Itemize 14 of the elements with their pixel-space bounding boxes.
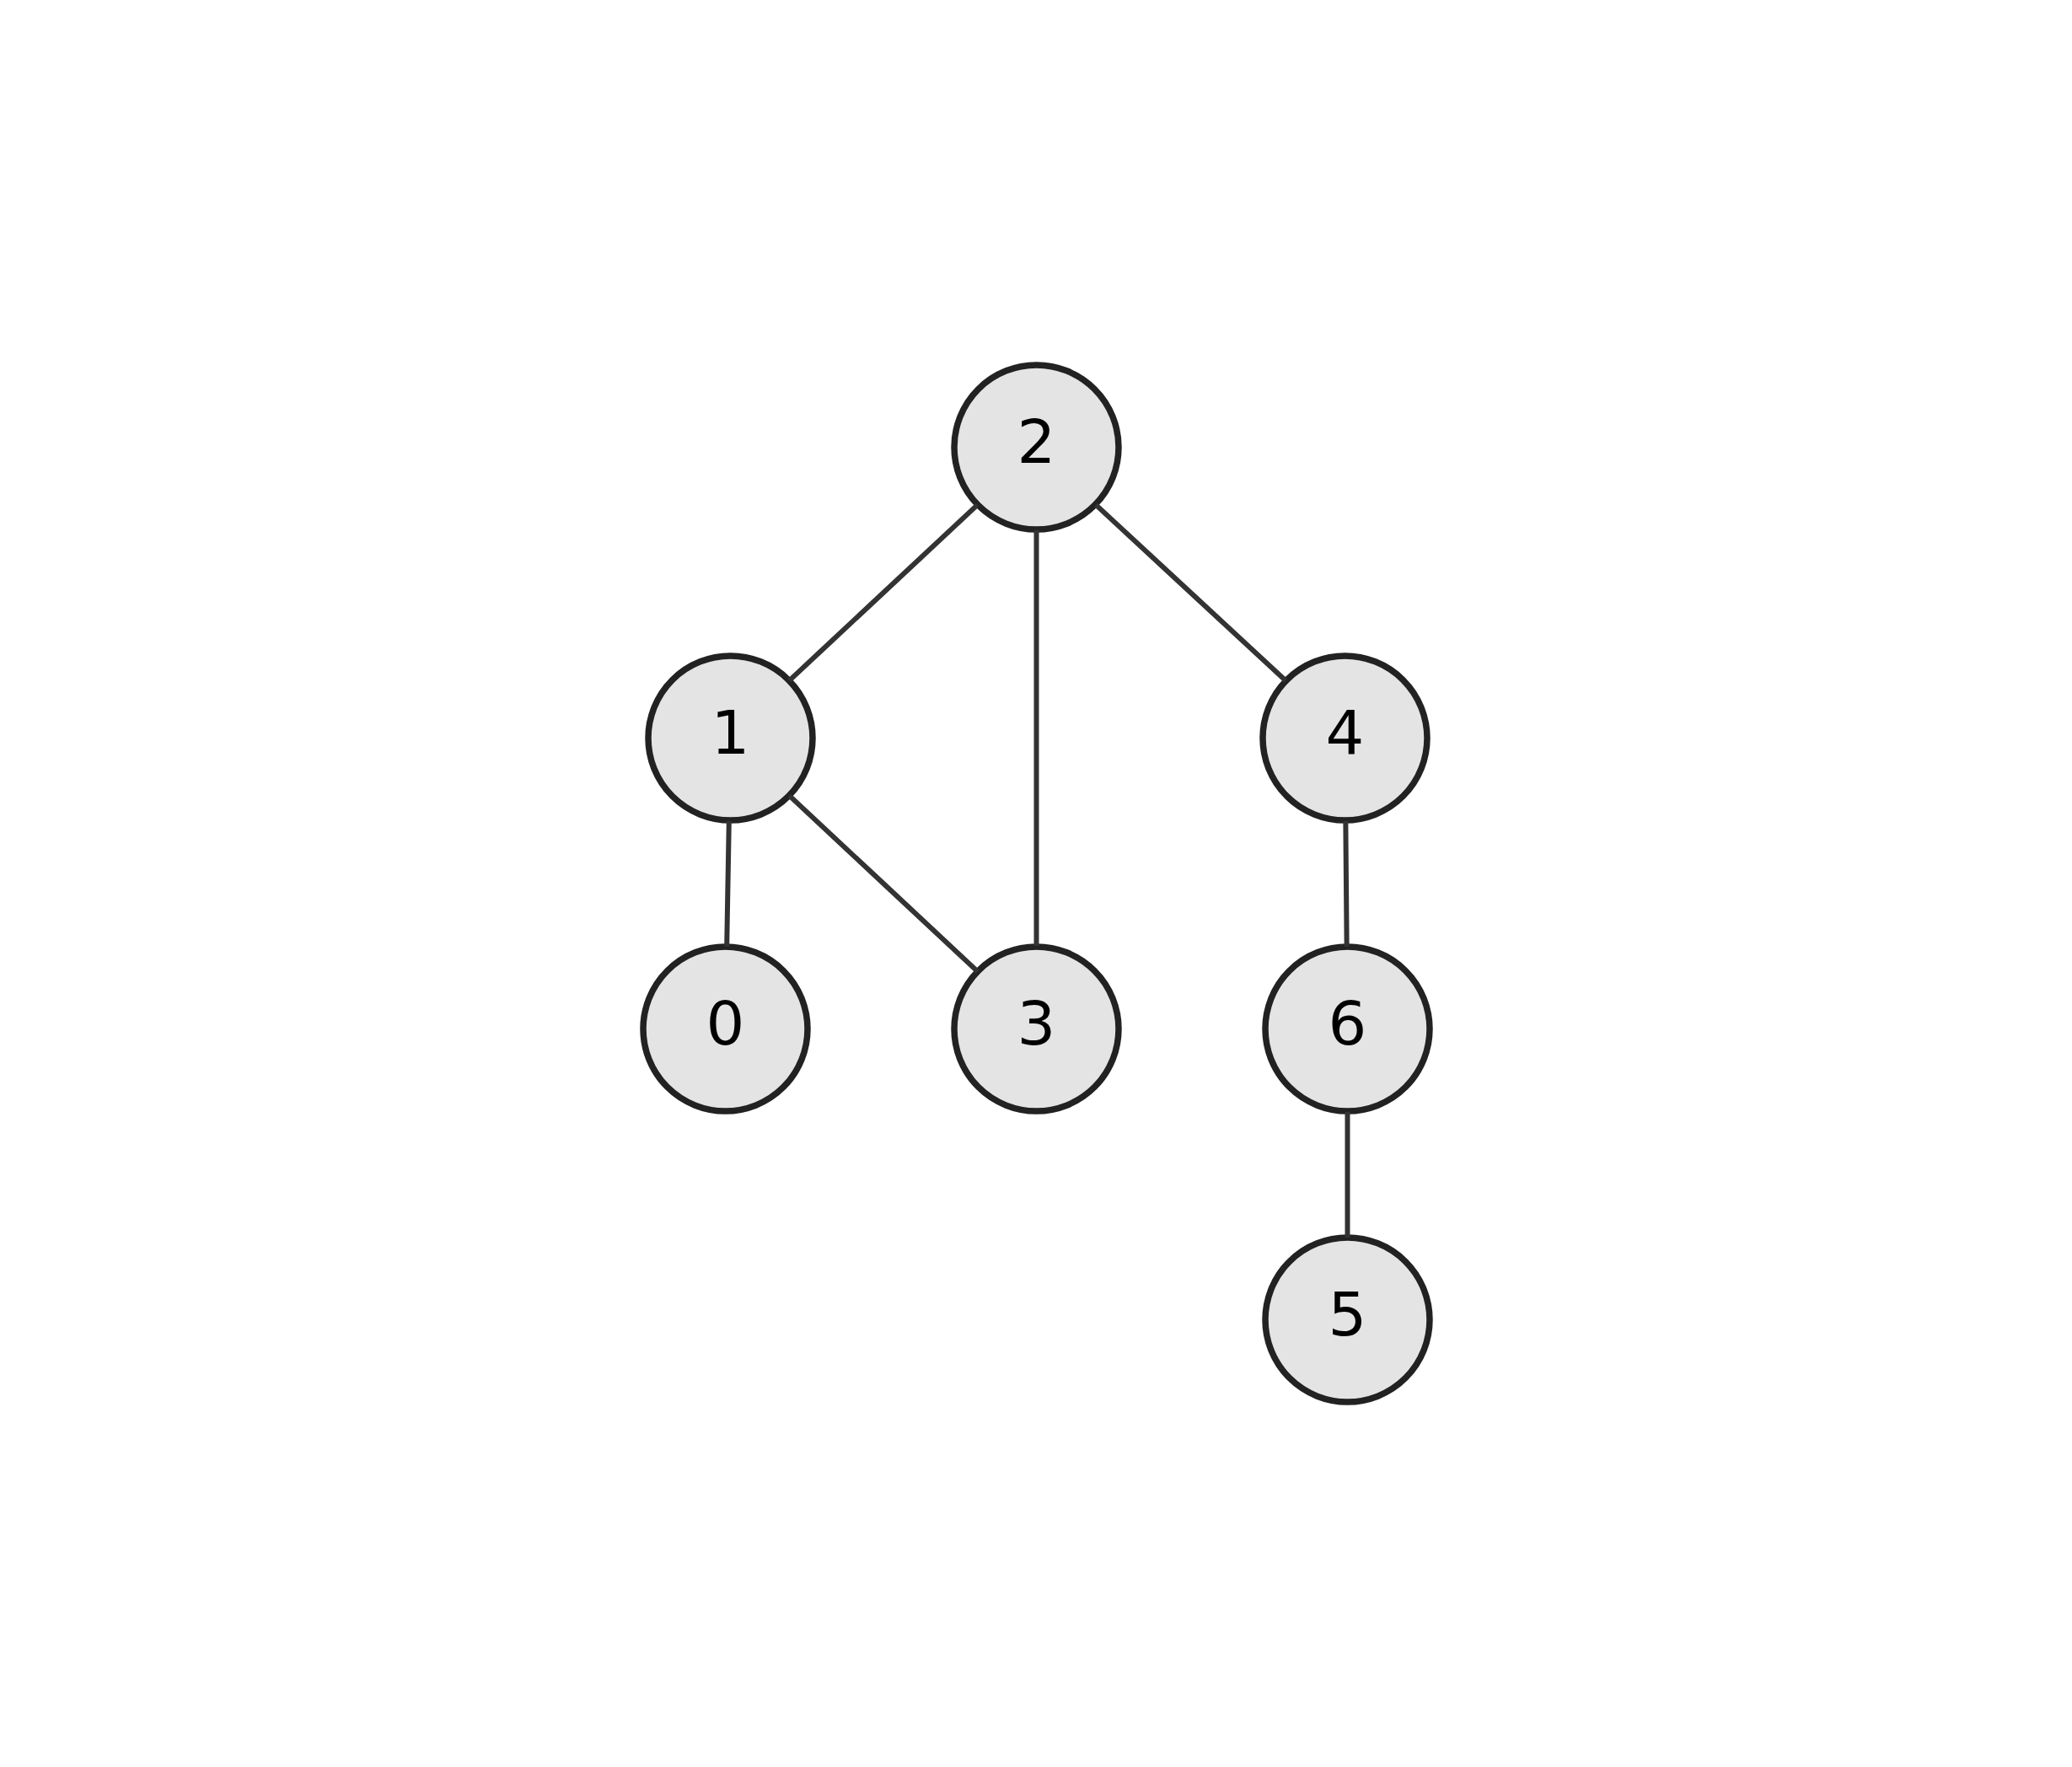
node-circle: 5: [1261, 1234, 1433, 1405]
connector: [786, 502, 980, 683]
node-circle: 1: [644, 653, 816, 824]
node-circle: 3: [950, 943, 1122, 1114]
connector: [786, 793, 980, 974]
node-circle: 6: [1261, 943, 1433, 1114]
node-circle: 4: [1259, 653, 1431, 824]
connector: [1345, 1111, 1350, 1238]
connector: [1342, 820, 1350, 947]
connector: [1033, 529, 1039, 947]
connector: [1093, 502, 1287, 683]
node-circle: 0: [639, 943, 811, 1114]
node-circle: 2: [950, 362, 1122, 533]
connector: [723, 820, 732, 947]
